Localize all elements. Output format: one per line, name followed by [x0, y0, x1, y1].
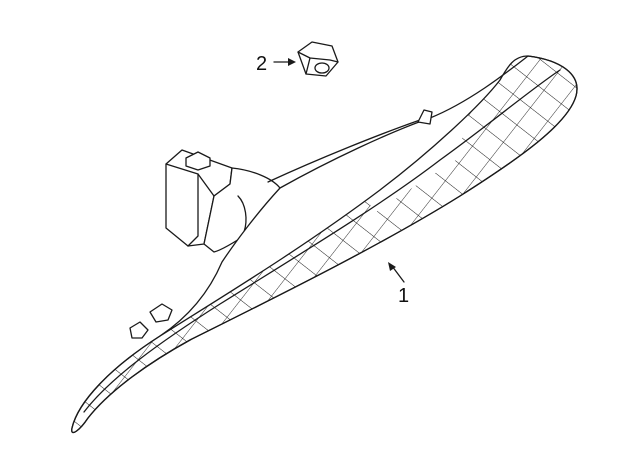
- callout-label-1: 1: [398, 285, 409, 307]
- mounting-stud-top: [417, 109, 433, 125]
- callout-1: 1: [388, 262, 409, 307]
- callout-label-2: 2: [256, 53, 267, 75]
- mounting-stud-bottom: [129, 321, 149, 339]
- connector-tab: [185, 151, 211, 171]
- lamp-assembly: [71, 55, 578, 434]
- callout-2: 2: [256, 53, 296, 75]
- nut: [297, 41, 339, 77]
- lens-outline: [71, 55, 578, 434]
